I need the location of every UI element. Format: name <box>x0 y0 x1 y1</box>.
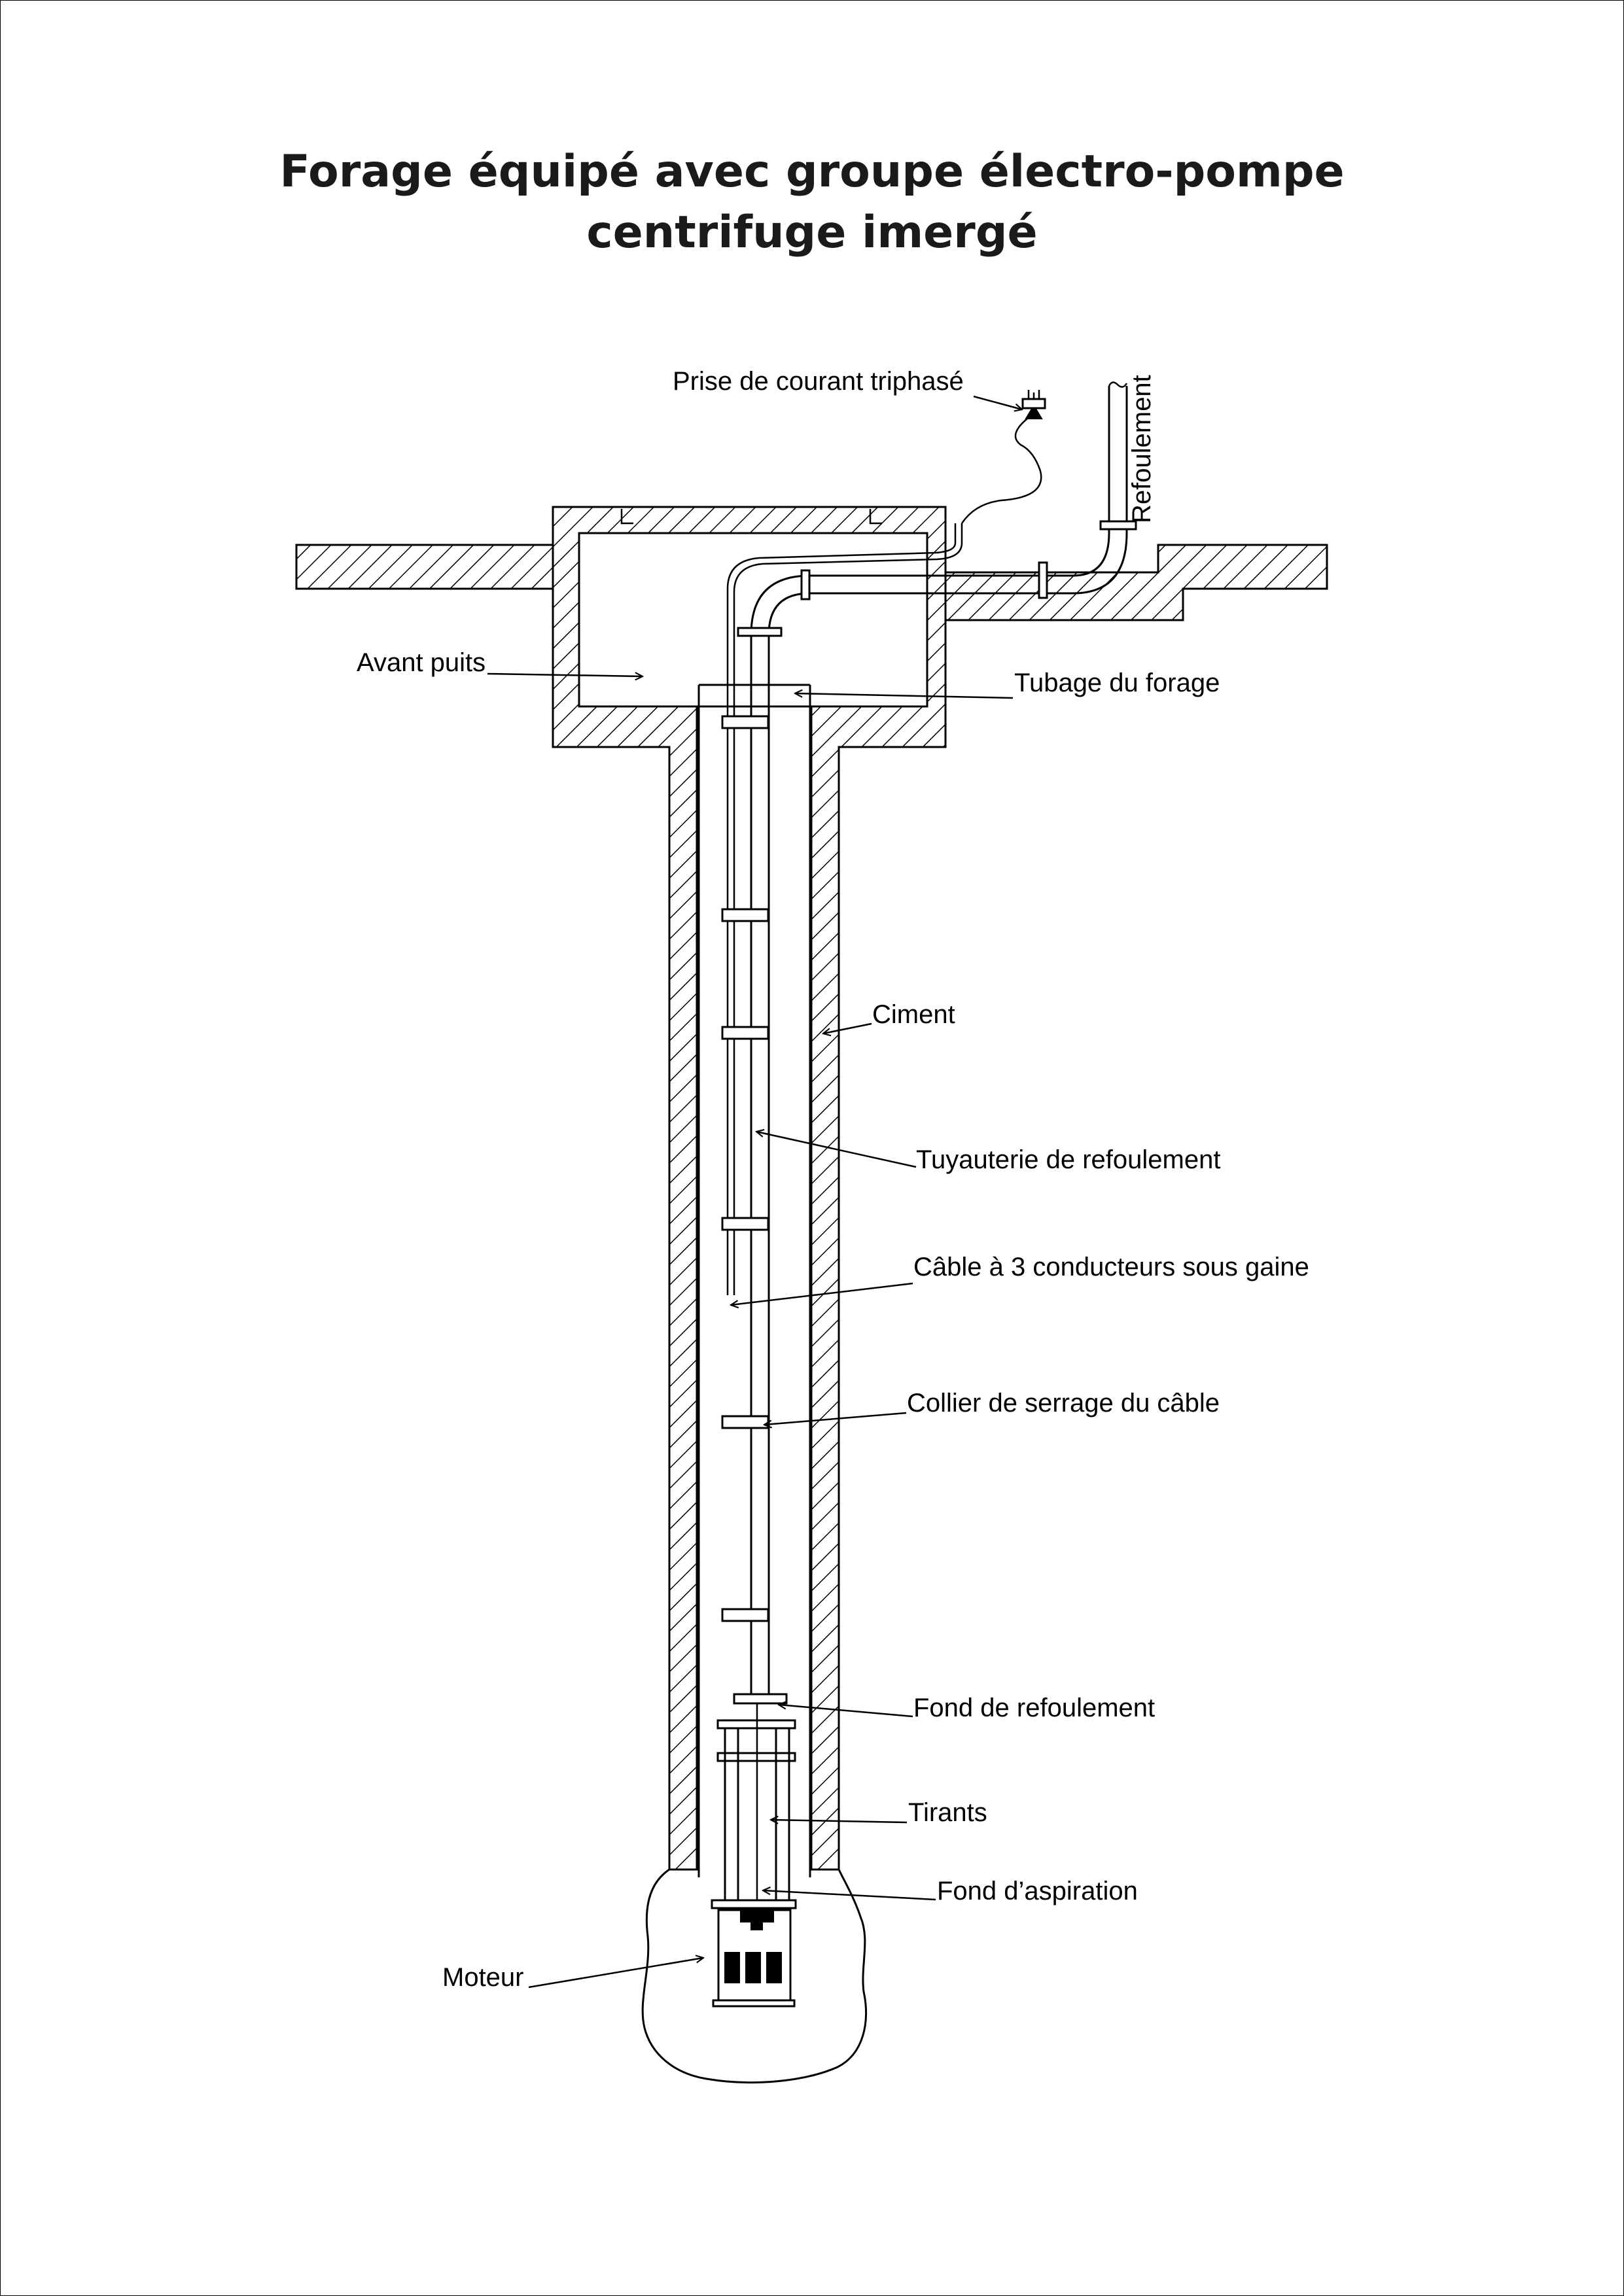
label-collier-text: Collier de serrage du câble <box>907 1389 1220 1418</box>
label-tuyauterie: Tuyauterie de refoulement <box>756 1132 1220 1174</box>
label-tirants: Tirants <box>771 1798 987 1827</box>
label-ciment-text: Ciment <box>872 1000 955 1029</box>
label-prise-text: Prise de courant triphasé <box>673 367 964 396</box>
label-cable-text: Câble à 3 conducteurs sous gaine <box>913 1253 1309 1281</box>
label-tuyauterie-text: Tuyauterie de refoulement <box>916 1145 1220 1174</box>
label-tubage: Tubage du forage <box>795 669 1220 699</box>
label-refoulement-text: Refoulement <box>1127 375 1156 523</box>
cable-clamps <box>721 715 769 1622</box>
casing-tube <box>697 684 811 1877</box>
avant-puits-structure <box>552 506 947 1871</box>
ground-slab <box>295 544 1328 621</box>
label-ciment: Ciment <box>823 1000 955 1034</box>
label-fond-refoulement-text: Fond de refoulement <box>913 1694 1155 1722</box>
label-refoulement: Refoulement <box>1127 375 1156 523</box>
label-tirants-text: Tirants <box>908 1798 987 1827</box>
label-avant-puits-text: Avant puits <box>357 648 485 677</box>
title-line-1: Forage équipé avec groupe électro-pompe <box>279 146 1344 198</box>
label-collier: Collier de serrage du câble <box>764 1389 1220 1425</box>
label-fond-aspiration-text: Fond d’aspiration <box>937 1877 1138 1905</box>
label-fond-refoulement: Fond de refoulement <box>779 1694 1155 1722</box>
discharge-pipe <box>737 381 1137 1694</box>
label-tubage-text: Tubage du forage <box>1014 669 1220 697</box>
pump-assembly <box>711 1693 797 2008</box>
label-fond-aspiration: Fond d’aspiration <box>763 1877 1138 1905</box>
label-cable: Câble à 3 conducteurs sous gaine <box>731 1253 1309 1305</box>
label-avant-puits: Avant puits <box>357 648 643 677</box>
title-line-2: centrifuge imergé <box>586 207 1037 258</box>
label-moteur-text: Moteur <box>442 1963 524 1992</box>
rock-pocket <box>641 1868 868 2084</box>
label-prise-courant: Prise de courant triphasé <box>673 367 1022 409</box>
label-moteur: Moteur <box>442 1958 703 1992</box>
